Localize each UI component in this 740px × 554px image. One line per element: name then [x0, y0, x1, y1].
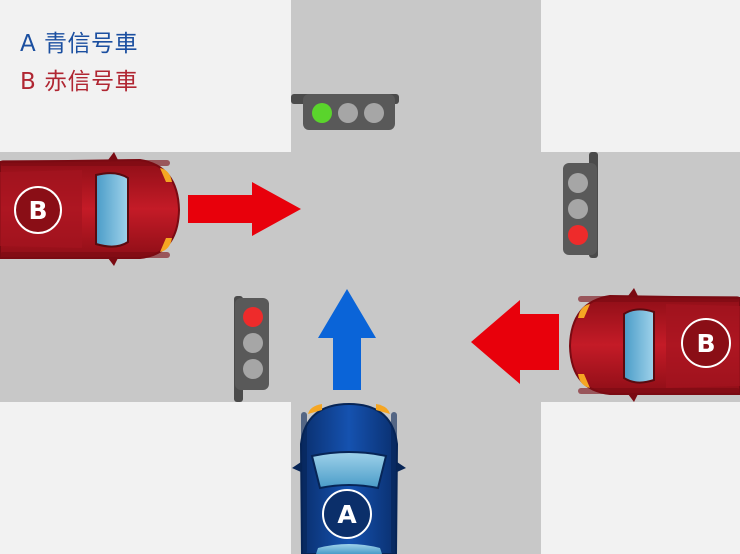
red-lamp — [243, 307, 263, 327]
unlit-lamp — [243, 333, 263, 353]
block-top-left — [0, 0, 291, 152]
badge-b-left — [14, 186, 62, 234]
red-lamp — [568, 225, 588, 245]
traffic-light-right — [563, 152, 598, 258]
block-bottom-left — [0, 402, 291, 554]
unlit-lamp — [568, 173, 588, 193]
unlit-lamp — [568, 199, 588, 219]
unlit-lamp — [243, 359, 263, 379]
green-lamp — [312, 103, 332, 123]
traffic-light-top — [291, 94, 399, 130]
traffic-light-left — [234, 296, 269, 402]
badge-b-right-label: B — [696, 329, 715, 358]
badge-b-left-label: B — [28, 196, 47, 225]
legend-red-signal-car: B 赤信号車 — [20, 69, 139, 95]
car-b-right: B — [568, 288, 740, 402]
arrow-left — [471, 300, 559, 384]
block-bottom-right — [541, 402, 740, 554]
badge-a-label: A — [337, 500, 357, 529]
badge-b-right — [681, 318, 731, 368]
car-b-left: B — [0, 152, 181, 266]
unlit-lamp — [364, 103, 384, 123]
arrow-right — [188, 182, 301, 236]
unlit-lamp — [338, 103, 358, 123]
car-a: A — [292, 402, 406, 554]
block-top-right — [541, 0, 740, 152]
badge-a — [322, 489, 372, 539]
arrow-up — [318, 289, 376, 390]
legend-green-signal-car: A 青信号車 — [20, 31, 139, 57]
